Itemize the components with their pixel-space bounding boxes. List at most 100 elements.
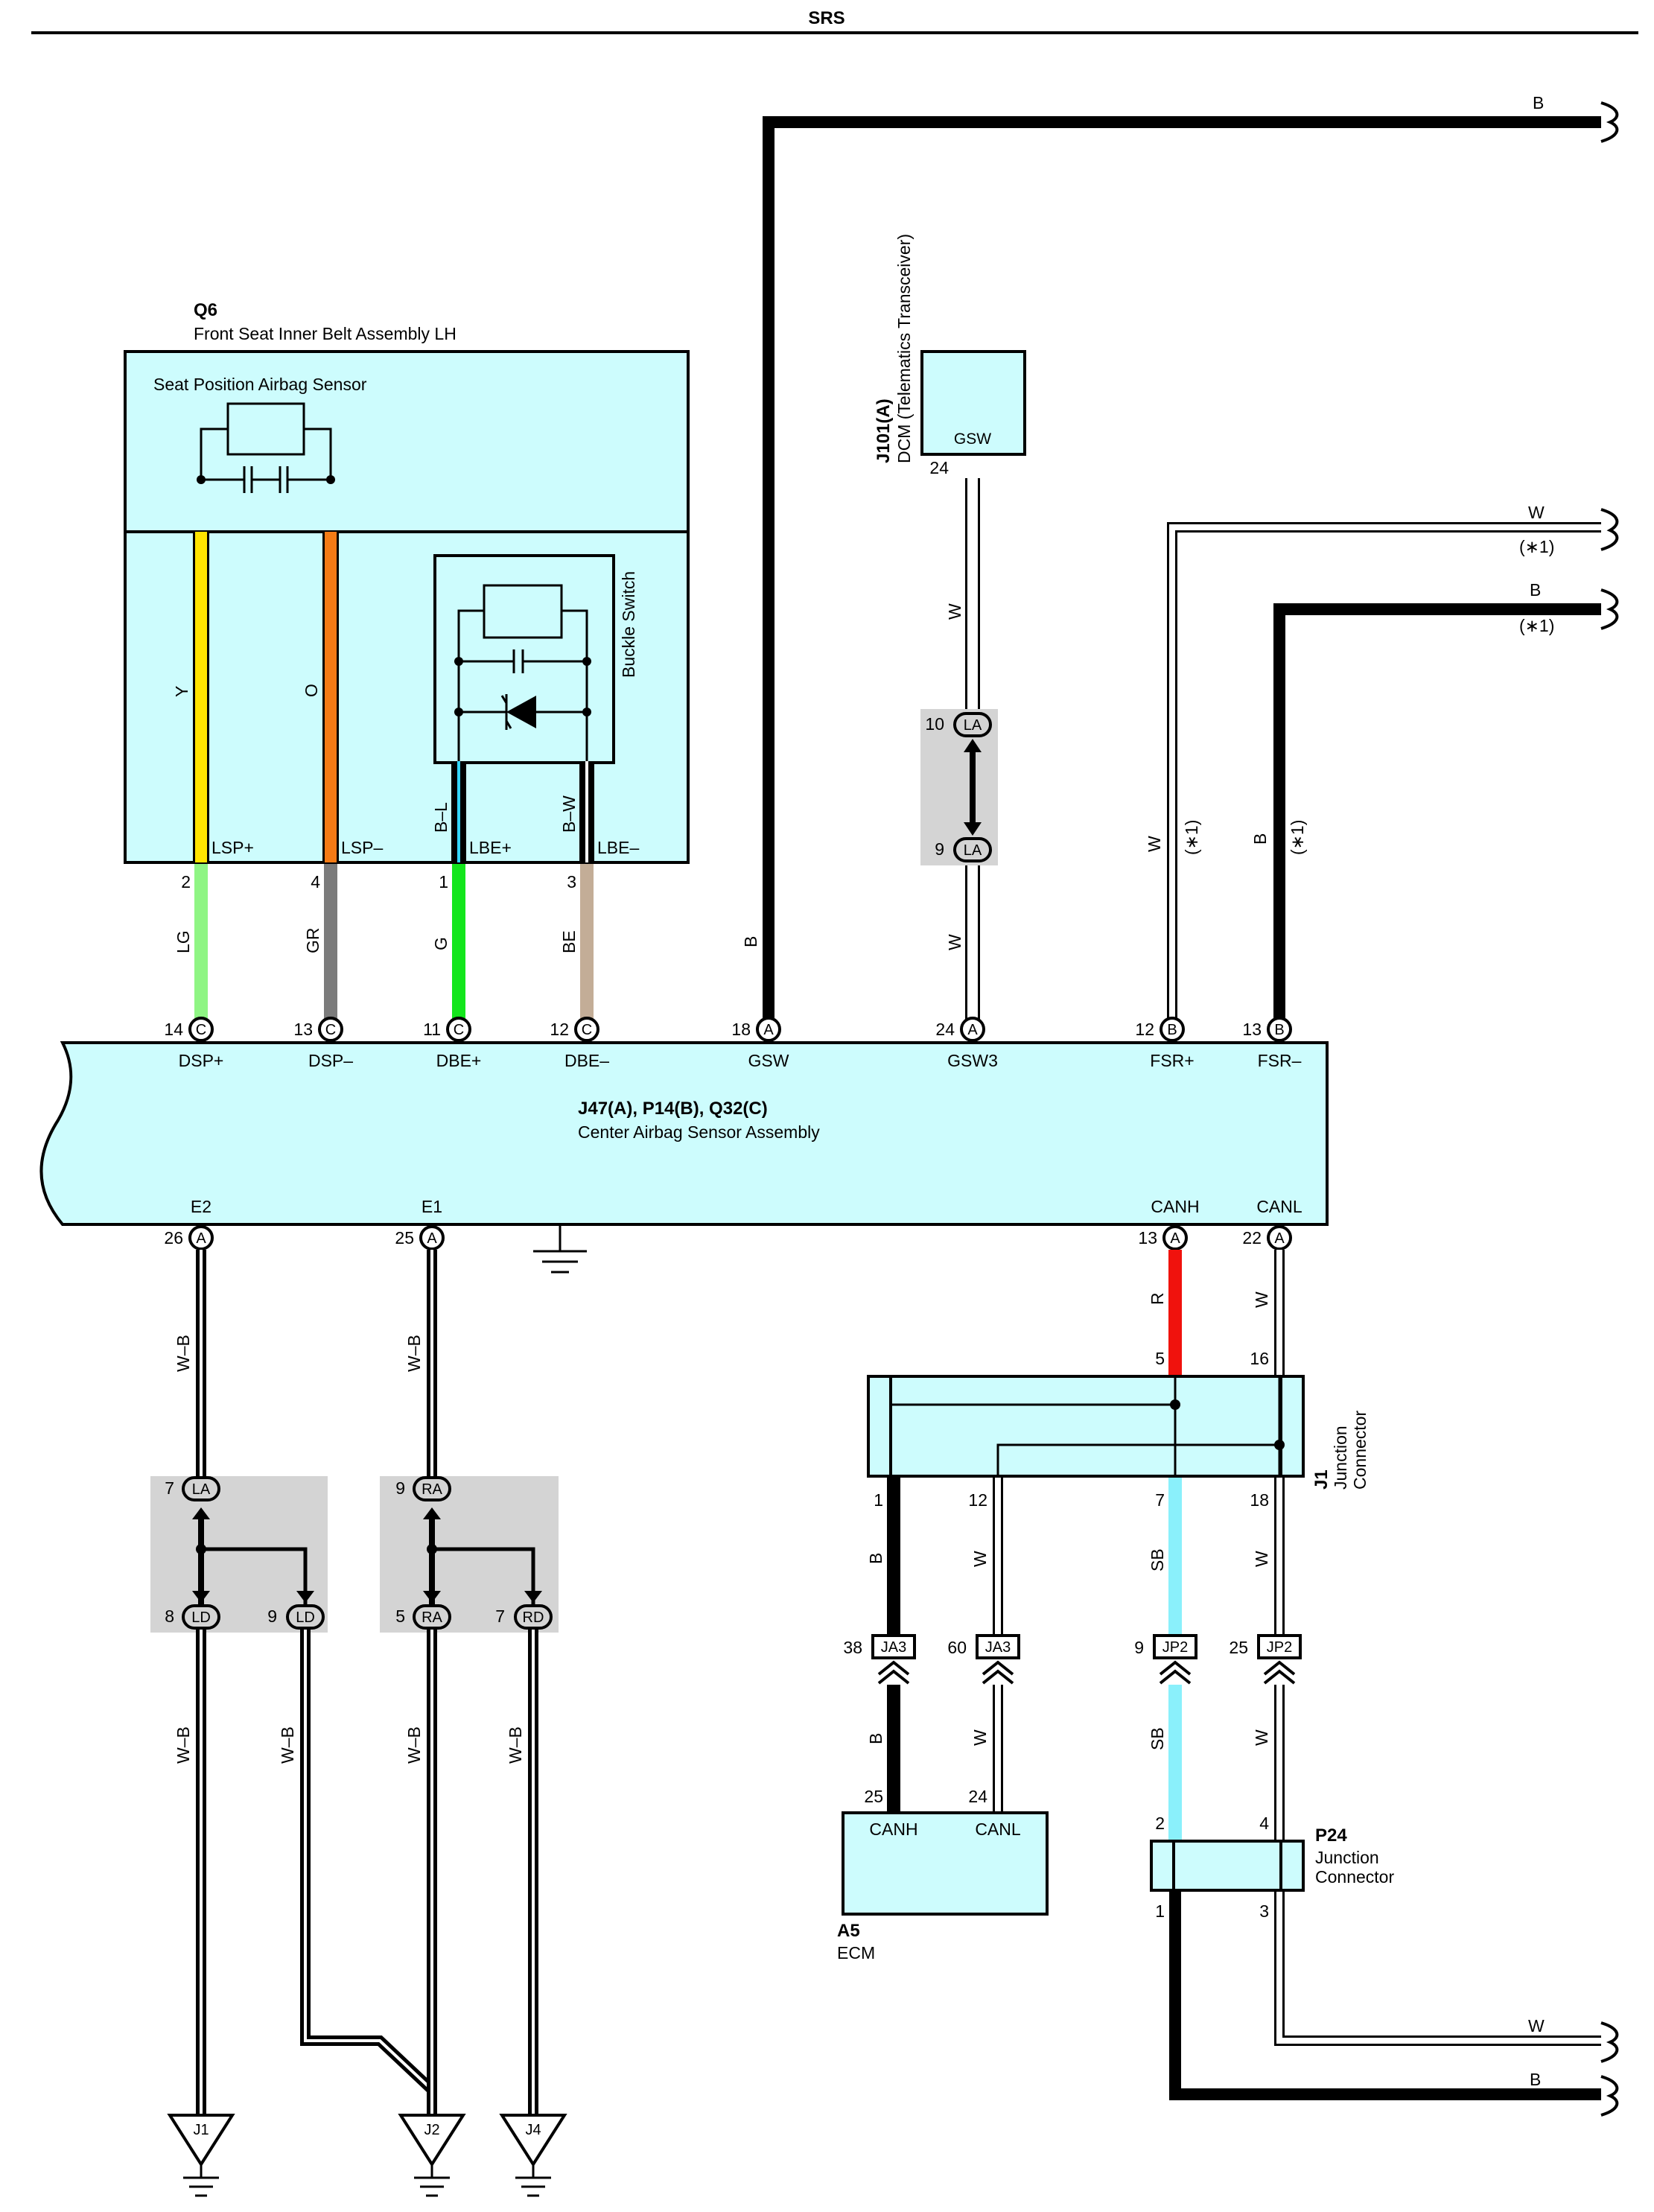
splice-right-b1[interactable]: RA 5 <box>395 1604 451 1630</box>
top-pin-gsw-label: GSW <box>748 1051 789 1070</box>
top-pin-dbem-conn: C <box>582 1022 592 1038</box>
continuation-mark-4 <box>1600 2021 1619 2063</box>
dcm-box[interactable] <box>920 350 1026 456</box>
bottom-pin-e1-conn: A <box>427 1230 437 1247</box>
ecm-pin-num-1: 25 <box>864 1787 883 1806</box>
connector-ja3-2-label: JA3 <box>985 1639 1011 1656</box>
top-pin-gsw3-conn: A <box>967 1022 978 1038</box>
splice-la-top-num: 10 <box>925 714 944 734</box>
splice-la-top[interactable] <box>953 712 992 737</box>
ground-j2-label: J2 <box>424 2122 439 2138</box>
connector-jp2-2[interactable]: JP2 25 <box>1229 1634 1302 1659</box>
top-pin-fsrm[interactable]: B 13 FSR– <box>1242 1017 1302 1070</box>
top-pin-gsw-num: 18 <box>731 1020 751 1039</box>
splice-right-b1-label: RA <box>422 1609 442 1626</box>
wire-note-fsr-w: (∗1) <box>1519 537 1554 556</box>
p24-junction-connector[interactable] <box>1150 1840 1305 1892</box>
ecm-box[interactable] <box>842 1811 1049 1916</box>
splice-left-node <box>196 1544 206 1554</box>
ecm-name: ECM <box>837 1943 875 1962</box>
splice-left-top[interactable]: LA 7 <box>165 1476 220 1501</box>
connector-jp2-1[interactable]: JP2 9 <box>1134 1634 1197 1659</box>
seat-sensor-symbol <box>200 402 332 493</box>
wire-label-lower-w2: W <box>1252 1729 1271 1746</box>
top-pin-gsw-conn: A <box>763 1022 774 1038</box>
wire-gsw-b[interactable] <box>763 116 1601 1019</box>
dcm-code: J101(A) <box>874 398 894 463</box>
center-airbag-sensor-box[interactable] <box>39 1041 1329 1226</box>
top-pin-dbep[interactable]: C 11 DBE+ <box>423 1017 481 1070</box>
buckle-node-2 <box>582 657 591 666</box>
bottom-pin-e1[interactable]: E1 A 25 <box>395 1197 445 1250</box>
page-title: SRS <box>808 8 845 28</box>
splice-left-top-num: 7 <box>165 1478 174 1498</box>
bottom-pin-e2[interactable]: E2 A 26 <box>164 1197 214 1250</box>
splice-left-b1-label: LD <box>191 1609 211 1626</box>
pin-num-g: 1 <box>439 872 448 892</box>
j1-code: J1 <box>1311 1469 1332 1490</box>
bottom-pin-canh-conn: A <box>1170 1230 1180 1247</box>
q6-code: Q6 <box>194 300 217 320</box>
ground-j1[interactable]: J1 <box>167 2114 235 2197</box>
top-pin-dbem[interactable]: C 12 DBE– <box>550 1017 609 1070</box>
bottom-pin-canh[interactable]: CANH A 13 <box>1138 1197 1200 1250</box>
top-pin-fsrm-conn: B <box>1274 1022 1284 1038</box>
top-pin-fsrm-num: 13 <box>1242 1020 1262 1039</box>
j1-out-num-3: 7 <box>1155 1490 1165 1510</box>
top-pin-dbep-conn: C <box>454 1022 464 1038</box>
top-pin-dspm[interactable]: C 13 DSP– <box>293 1017 353 1070</box>
splice-right-top[interactable]: RA 9 <box>395 1476 451 1501</box>
splice-la-bottom[interactable] <box>953 837 992 862</box>
splice-left-b1[interactable]: LD 8 <box>165 1604 220 1630</box>
wire-label-lower-w1: W <box>970 1729 990 1746</box>
wire-fsr-b[interactable] <box>1273 603 1601 1019</box>
p24-name-1: Junction <box>1315 1848 1379 1867</box>
wire-p24-out-w[interactable] <box>1276 1892 1601 2044</box>
top-pin-gsw[interactable]: A 18 GSW <box>731 1017 789 1070</box>
wire-label-fsr-w: W <box>1145 836 1164 852</box>
top-pin-dspm-num: 13 <box>293 1020 313 1039</box>
connector-jp2-1-label: JP2 <box>1162 1639 1188 1656</box>
connector-ja3-1-label: JA3 <box>881 1639 906 1656</box>
p24-out-num-1: 1 <box>1155 1901 1165 1921</box>
j1-out-num-1: 1 <box>874 1490 883 1510</box>
top-pin-dspp[interactable]: C 14 DSP+ <box>164 1017 223 1070</box>
splice-right-arrow-branch <box>524 1591 542 1603</box>
splice-right-b2[interactable]: RD 7 <box>495 1604 553 1630</box>
connector-ja3-2[interactable]: JA3 60 <box>947 1634 1020 1659</box>
buckle-node-3 <box>454 708 463 716</box>
splice-left-arrow-branch <box>296 1591 314 1603</box>
dcm-pin-label: GSW <box>954 430 991 448</box>
top-pin-dbep-num: 11 <box>423 1020 441 1039</box>
wire-label-p24-b: B <box>1530 2070 1541 2089</box>
wire-label-j2: W–B <box>404 1726 424 1764</box>
top-pin-fsrp[interactable]: B 12 FSR+ <box>1135 1017 1195 1070</box>
sensor-node-right <box>326 475 335 484</box>
q6-name: Front Seat Inner Belt Assembly LH <box>194 324 457 343</box>
bottom-pin-canl[interactable]: CANL A 22 <box>1242 1197 1302 1250</box>
splice-la-arrow-down <box>964 822 982 836</box>
pin-lbem: LBE– <box>597 838 639 857</box>
wire-p24-out-b[interactable] <box>1169 1892 1601 2100</box>
wire-label-j1-w1: W <box>970 1551 990 1567</box>
connector-ja3-1[interactable]: JA3 38 <box>843 1634 916 1659</box>
splice-left-b2[interactable]: LD 9 <box>267 1604 325 1630</box>
wire-label-j1-w2: W <box>1252 1551 1271 1567</box>
wire-label-j4: W–B <box>506 1726 525 1764</box>
ground-j2[interactable]: J2 <box>398 2114 466 2197</box>
bottom-pin-canl-num: 22 <box>1242 1228 1262 1248</box>
pin-num-lg: 2 <box>181 872 191 892</box>
wire-ld[interactable] <box>304 1630 432 2090</box>
wire-label-ld: W–B <box>278 1726 297 1764</box>
ecm-pin-canh: CANH <box>869 1820 917 1839</box>
top-pin-dbem-label: DBE– <box>564 1051 609 1070</box>
j1-junction-connector[interactable] <box>867 1375 1305 1478</box>
wire-label-j1-sb: SB <box>1148 1548 1167 1571</box>
pin-num-gr: 4 <box>311 872 320 892</box>
j1-out-num-2: 12 <box>968 1490 987 1510</box>
wire-fsr-w[interactable] <box>1169 524 1601 1019</box>
top-pin-gsw3[interactable]: A 24 GSW3 <box>935 1017 998 1070</box>
wire-label-gsw: B <box>741 936 760 947</box>
ground-j4[interactable]: J4 <box>499 2114 567 2197</box>
